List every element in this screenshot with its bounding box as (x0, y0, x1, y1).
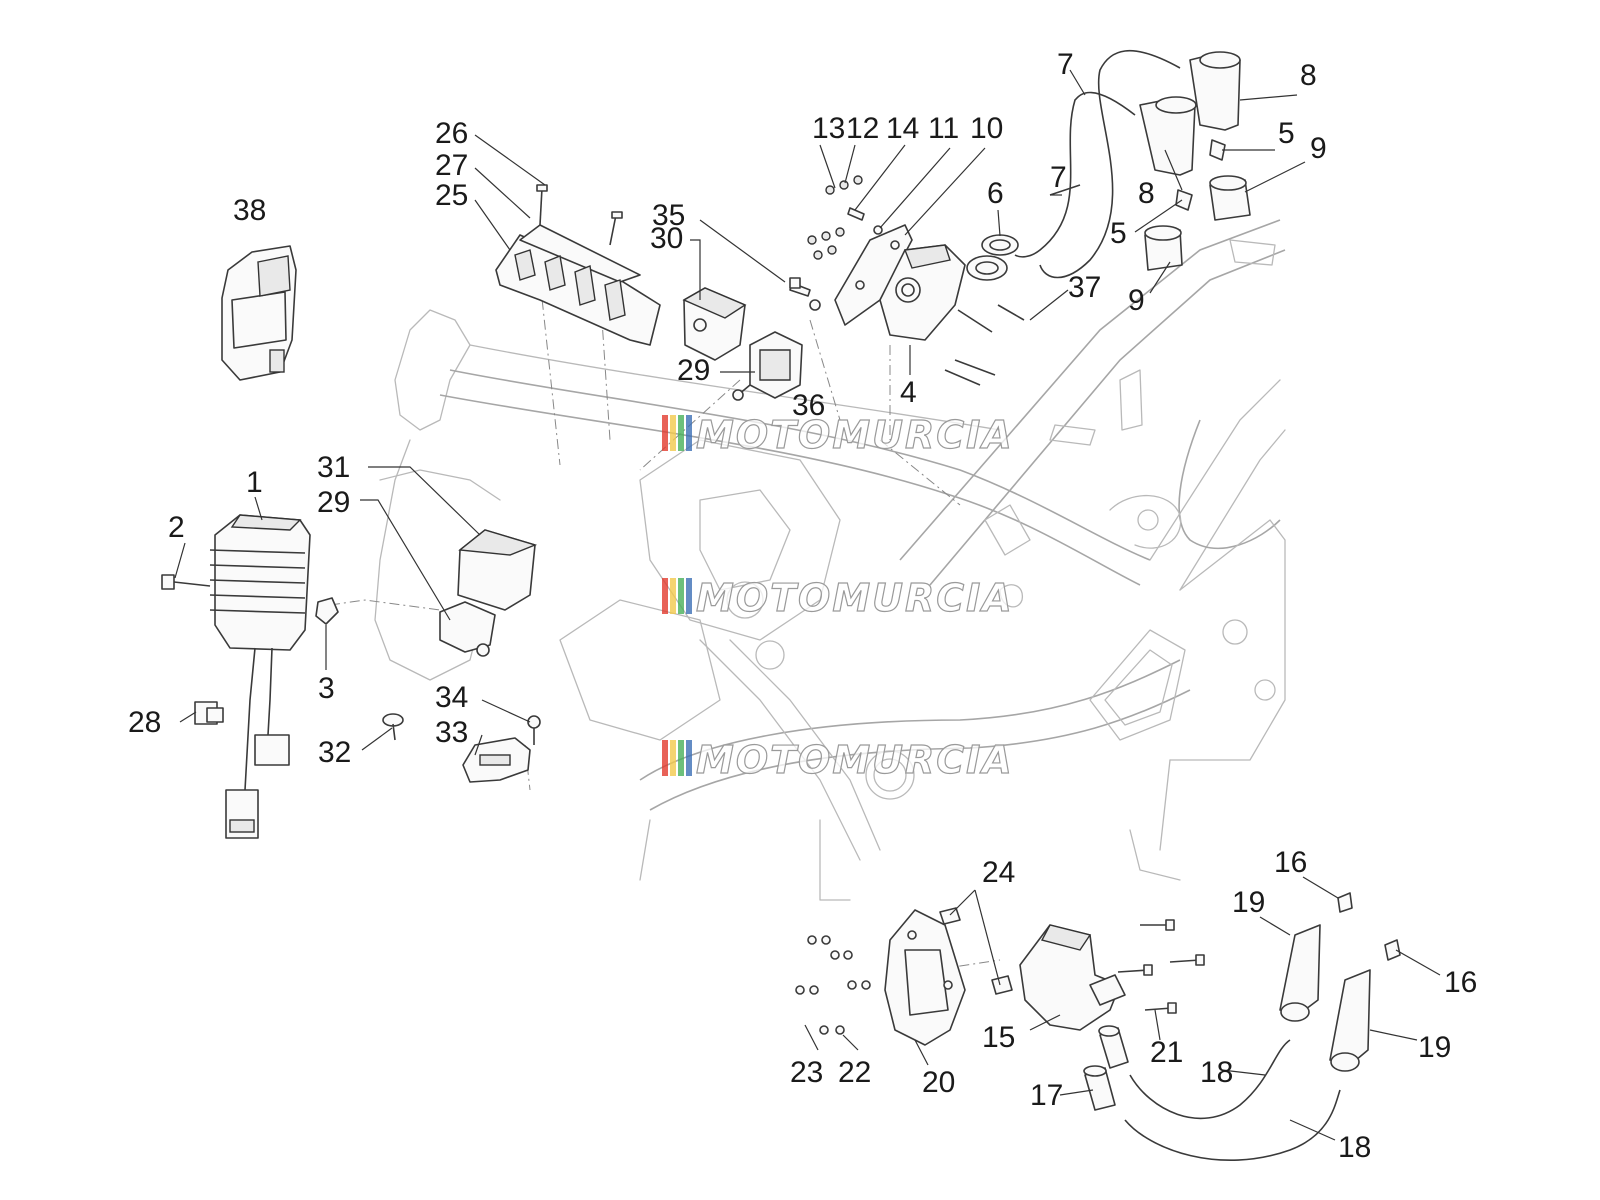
clamp-28 (194, 701, 224, 725)
watermark-text: MOTOMURCIA (696, 413, 1014, 457)
holder-29-lower (439, 601, 496, 657)
callout-9-upper: 9 (1310, 132, 1327, 165)
callout-4: 4 (900, 376, 917, 409)
callout-8-upper: 8 (1300, 59, 1317, 92)
callout-26: 26 (435, 117, 468, 150)
callout-29-lower: 29 (317, 486, 350, 519)
callout-1: 1 (246, 466, 263, 499)
spark-caps-8 (1139, 51, 1241, 176)
callout-32: 32 (318, 736, 351, 769)
callout-5-lower: 5 (1110, 217, 1127, 250)
callout-35: 35 (652, 199, 685, 232)
callout-25: 25 (435, 179, 468, 212)
caps-17 (1083, 1025, 1129, 1111)
callout-7-lower: 7 (1050, 161, 1067, 194)
relay-30 (682, 287, 747, 361)
clips-5 (1175, 139, 1226, 211)
watermark-stripe-green (678, 415, 684, 451)
clips-16 (1337, 892, 1401, 961)
callout-7-upper: 7 (1057, 48, 1074, 81)
callout-3: 3 (318, 672, 335, 705)
watermark-stripe-red (662, 415, 668, 451)
grommet-6 (966, 234, 1019, 281)
callout-16-lower: 16 (1444, 966, 1477, 999)
callout-20: 20 (922, 1066, 955, 1099)
callout-28: 28 (128, 706, 161, 739)
callout-37: 37 (1068, 271, 1101, 304)
motorcycle-frame (374, 219, 1286, 901)
watermark-stripe-blue (686, 740, 692, 776)
ht-leads-18 (1124, 1039, 1341, 1162)
bolt-35 (789, 277, 801, 289)
callout-5-upper: 5 (1278, 117, 1295, 150)
nuts-22-23 (795, 935, 871, 1035)
callout-9-lower: 9 (1128, 284, 1145, 317)
sensor-33 (462, 737, 531, 783)
nut-3 (315, 597, 339, 625)
callout-31: 31 (317, 451, 350, 484)
ignition-bracket (834, 224, 913, 326)
callout-30: 30 (650, 222, 683, 255)
fuse-box (495, 184, 661, 346)
callout-29-upper: 29 (677, 354, 710, 387)
watermark-stripe-red (662, 740, 668, 776)
watermark-stripe-yellow (670, 578, 676, 614)
callout-16-upper: 16 (1274, 846, 1307, 879)
ignition-coil-4 (879, 244, 966, 341)
relay-31 (457, 529, 538, 611)
callout-18-lower: 18 (1338, 1131, 1371, 1164)
callout-24: 24 (982, 856, 1015, 889)
callout-38: 38 (233, 194, 266, 227)
watermark-stripe-blue (686, 415, 692, 451)
watermark-middle: MOTOMURCIA (662, 575, 1014, 621)
callout-33: 33 (435, 716, 468, 749)
holder-29-upper (732, 331, 803, 401)
bolts-37 (944, 304, 1025, 386)
callout-2: 2 (168, 511, 185, 544)
callout-17: 17 (1030, 1079, 1063, 1112)
watermark-stripe-blue (686, 578, 692, 614)
ecu-module (221, 245, 297, 381)
callout-10: 10 (970, 112, 1003, 145)
boots-9 (1144, 175, 1251, 271)
watermark-stripe-green (678, 578, 684, 614)
screws-24 (939, 907, 1013, 995)
voltage-regulator (209, 514, 311, 839)
watermark-text: MOTOMURCIA (696, 576, 1014, 620)
callout-11: 11 (928, 112, 959, 145)
callout-14: 14 (886, 112, 919, 145)
callout-23: 23 (790, 1056, 823, 1089)
boots-19 (1279, 924, 1371, 1072)
watermark-bottom: MOTOMURCIA (662, 737, 1014, 783)
bolts-21 (1117, 919, 1205, 1014)
callout-18-upper: 18 (1200, 1056, 1233, 1089)
watermark-stripe-yellow (670, 740, 676, 776)
ignition-coil-15 (1019, 924, 1126, 1031)
watermark-stripe-red (662, 578, 668, 614)
watermark-text: MOTOMURCIA (696, 738, 1014, 782)
callout-27: 27 (435, 149, 468, 182)
callout-21: 21 (1150, 1036, 1183, 1069)
screw-34 (527, 715, 541, 745)
screw-32 (382, 713, 404, 741)
ht-leads (1014, 49, 1181, 279)
callout-numbers: 1 2 3 4 5 5 6 7 7 8 8 9 9 10 11 12 13 14… (128, 48, 1477, 1164)
callout-13: 13 (812, 112, 845, 145)
callout-34: 34 (435, 681, 468, 714)
callout-15: 15 (982, 1021, 1015, 1054)
watermark-stripe-green (678, 740, 684, 776)
leader-lines (174, 69, 1441, 1141)
callout-8-lower: 8 (1138, 177, 1155, 210)
mount-plate-20 (884, 909, 966, 1046)
callout-19-lower: 19 (1418, 1031, 1451, 1064)
screw-2 (161, 574, 211, 590)
callout-19-upper: 19 (1232, 886, 1265, 919)
callout-22: 22 (838, 1056, 871, 1089)
watermark-top: MOTOMURCIA (662, 412, 1014, 458)
callout-6: 6 (987, 177, 1004, 210)
callout-36: 36 (792, 389, 825, 422)
callout-12: 12 (846, 112, 879, 145)
watermark-stripe-yellow (670, 415, 676, 451)
